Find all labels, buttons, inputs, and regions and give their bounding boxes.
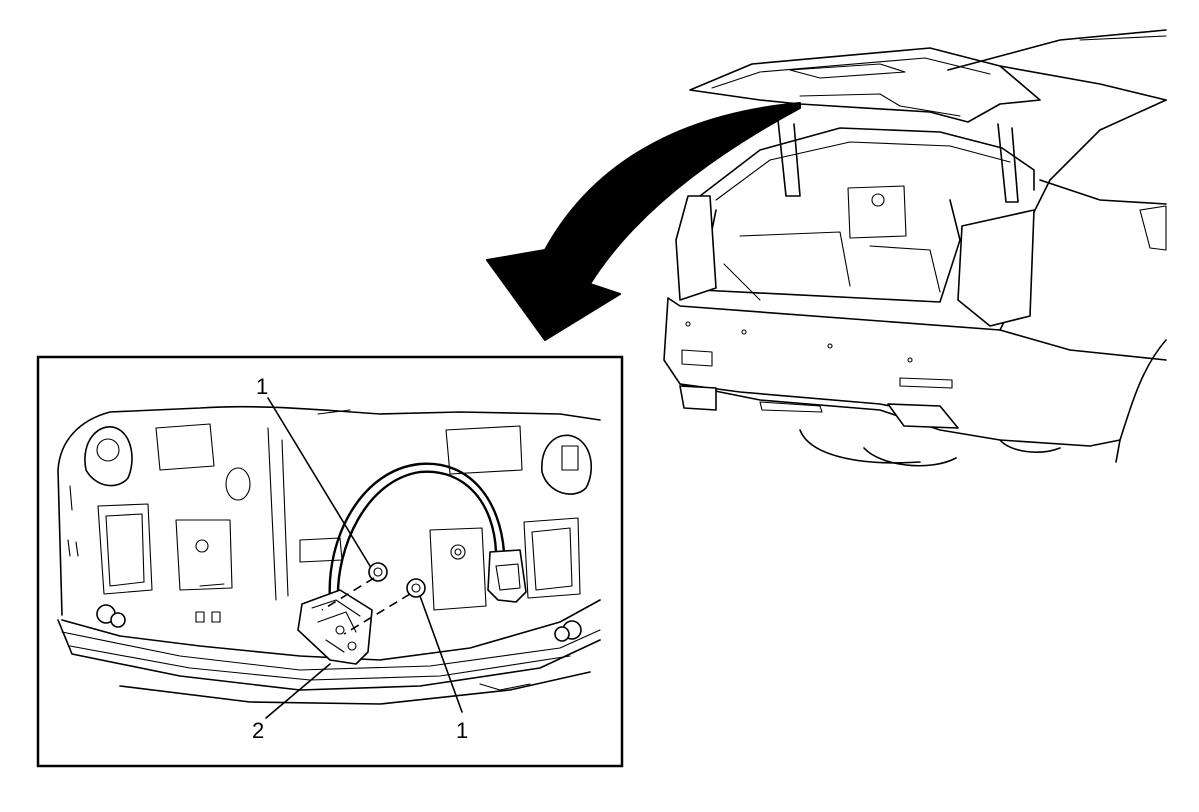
- detail-inset: [36, 355, 624, 768]
- callout-fastener-lower: 1: [456, 718, 468, 743]
- view-transition-arrow: [486, 102, 801, 341]
- leader-line-fastener-upper: [267, 397, 371, 567]
- leader-line-fastener-lower: [419, 595, 463, 713]
- callout-fastener-upper: 1: [256, 374, 268, 399]
- vehicle-rear-overview: [663, 29, 1167, 467]
- callout-module: 2: [252, 718, 264, 743]
- leader-line-module: [265, 663, 331, 719]
